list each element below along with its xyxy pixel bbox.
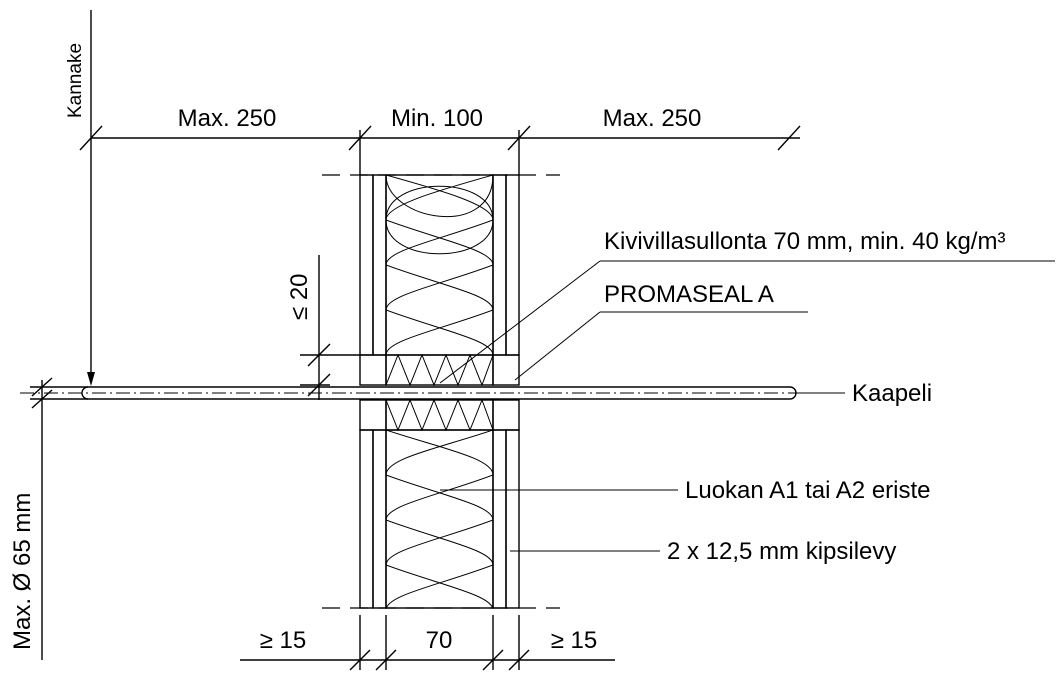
- callout-mineral-wool: Kivivillasullonta 70 mm, min. 40 kg/m³: [439, 228, 1055, 384]
- callout-promaseal: PROMASEAL A: [514, 281, 808, 381]
- callout-cable: Kaapeli: [796, 380, 932, 407]
- insulation-pattern: [385, 174, 494, 609]
- dim-support-right: Max. 250: [603, 105, 702, 132]
- dim-overhang-left: ≥ 15: [260, 627, 307, 654]
- callout-board: 2 x 12,5 mm kipsilevy: [510, 538, 896, 565]
- label-insulation: Luokan A1 tai A2 eriste: [685, 477, 931, 504]
- dim-cable-diameter: Max. Ø 65 mm: [9, 493, 36, 650]
- callout-insulation: Luokan A1 tai A2 eriste: [440, 477, 931, 504]
- seal-overlap-dimension: ≤ 20: [286, 255, 360, 400]
- dim-insulation-depth: 70: [426, 627, 453, 654]
- dim-seal-overlap: ≤ 20: [286, 273, 313, 320]
- cable-diameter-dimension: Max. Ø 65 mm: [9, 377, 88, 660]
- dim-overhang-right: ≥ 15: [551, 627, 598, 654]
- label-cable: Kaapeli: [852, 380, 932, 407]
- label-sealant: PROMASEAL A: [604, 281, 774, 308]
- promaseal-sealant: [359, 354, 520, 431]
- mineral-wool-fill: [385, 353, 494, 432]
- cable: [20, 386, 800, 400]
- gypsum-boards: [359, 174, 520, 609]
- label-mineral-wool-fill: Kivivillasullonta 70 mm, min. 40 kg/m³: [604, 228, 1005, 255]
- dim-wall-thickness: Min. 100: [391, 105, 483, 132]
- support-pointer: Kannake: [65, 10, 95, 386]
- top-dimension: Max. 250 Min. 100 Max. 250: [79, 105, 801, 175]
- label-board: 2 x 12,5 mm kipsilevy: [667, 538, 896, 565]
- dim-support-left: Max. 250: [178, 105, 277, 132]
- support-label: Kannake: [65, 43, 86, 118]
- bottom-dimension: ≥ 15 70 ≥ 15: [240, 615, 615, 671]
